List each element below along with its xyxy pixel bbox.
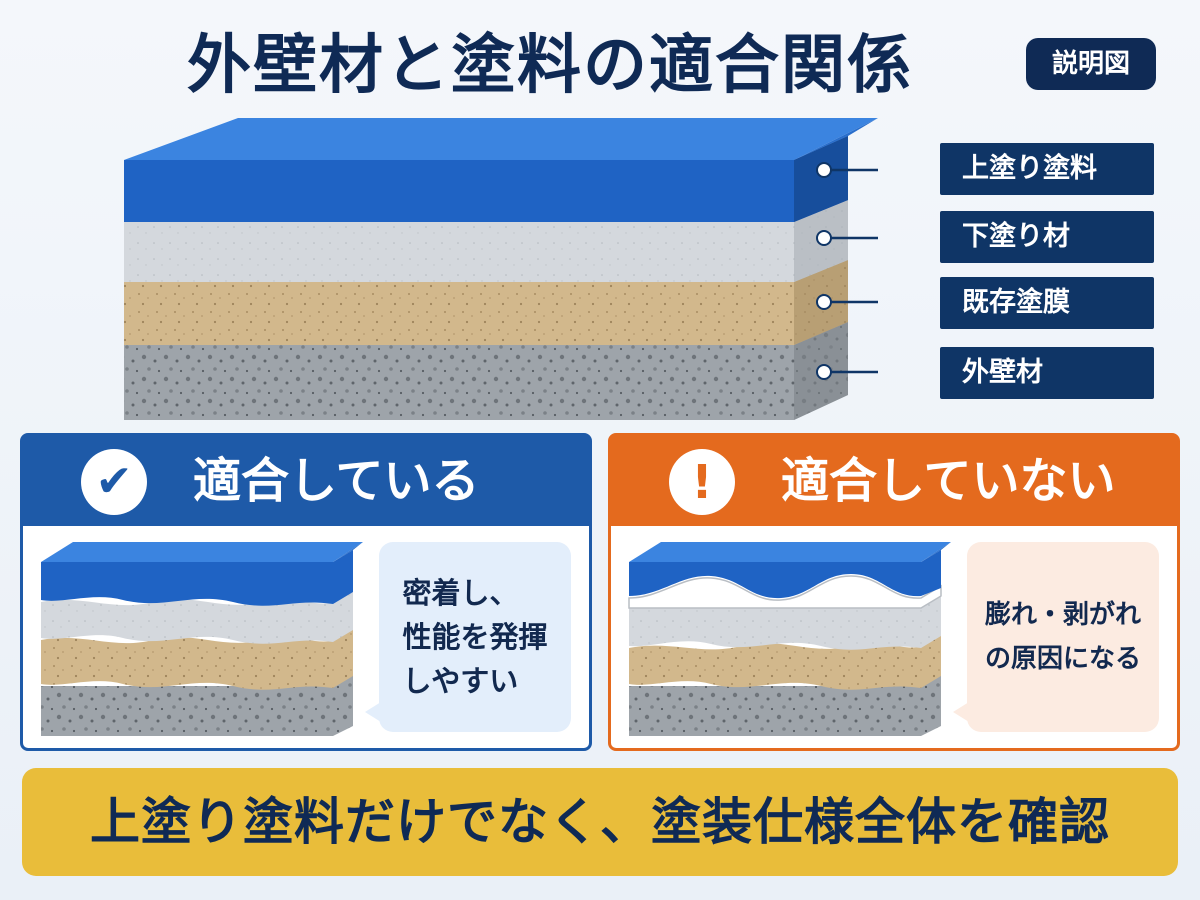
compatible-panel: ✔ 適合している 密着し、 性能を発揮 しやすい xyxy=(20,433,592,751)
legend-exterior-wall: 外壁材 xyxy=(940,347,1154,399)
compatible-text-line: しやすい xyxy=(402,664,519,698)
legend-existing-coating: 既存塗膜 xyxy=(940,277,1154,329)
legend-primer: 下塗り材 xyxy=(940,211,1154,263)
compatible-panel-title: 適合している xyxy=(193,453,480,509)
footer-message: 上塗り塗料だけでなく、塗装仕様全体を確認 xyxy=(22,768,1178,876)
incompatible-panel-title: 適合していない xyxy=(781,453,1116,509)
compatible-panel-header: ✔ 適合している xyxy=(23,436,589,526)
compatible-panel-body: 密着し、 性能を発揮 しやすい xyxy=(23,526,589,748)
layer-stack-diagram xyxy=(124,118,878,420)
compatible-bubble: 密着し、 性能を発揮 しやすい xyxy=(365,542,571,732)
compatible-text-line: 性能を発揮 xyxy=(402,620,548,654)
compatible-text-line: 密着し、 xyxy=(402,576,519,610)
incompatible-text-line: 膨れ・剥がれ xyxy=(984,600,1141,630)
existing-coating-layer xyxy=(124,258,848,345)
legend-top-coat: 上塗り塗料 xyxy=(940,143,1154,195)
primer-layer xyxy=(124,198,848,282)
check-icon: ✔ xyxy=(81,449,147,515)
incompatible-panel-body: 膨れ・剥がれ の原因になる xyxy=(611,526,1177,748)
incompatible-panel: ! 適合していない 膨れ・剥がれ の原因になる xyxy=(608,433,1180,751)
exclamation-icon: ! xyxy=(669,449,735,515)
diagram-badge: 説明図 xyxy=(1026,38,1156,90)
compatible-layers-illustration xyxy=(41,542,363,736)
incompatible-bubble: 膨れ・剥がれ の原因になる xyxy=(953,542,1159,732)
incompatible-text-line: の原因になる xyxy=(984,644,1141,674)
top-coat-layer xyxy=(124,136,848,222)
incompatible-panel-header: ! 適合していない xyxy=(611,436,1177,526)
page-title: 外壁材と塗料の適合関係 xyxy=(187,29,913,103)
incompatible-layers-illustration xyxy=(628,542,951,736)
